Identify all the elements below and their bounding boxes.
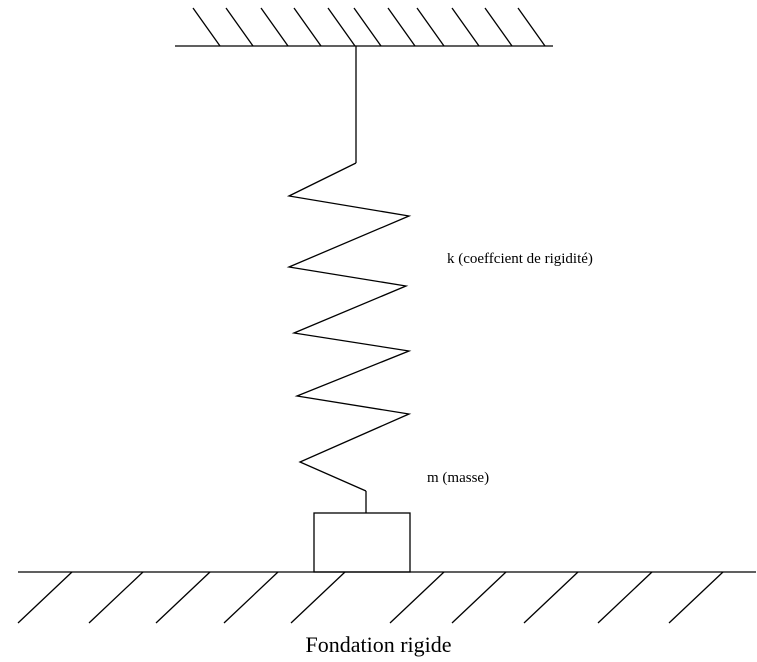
ceiling-hatching <box>192 7 546 47</box>
mass-label: m (masse) <box>427 470 490 486</box>
spring-coil <box>286 162 412 492</box>
mass-block <box>313 512 411 573</box>
ceiling-support <box>175 7 553 47</box>
spring-label: k (coeffcient de rigidité) <box>447 251 593 267</box>
ground-hatching <box>17 571 724 624</box>
ground-foundation <box>17 571 756 624</box>
foundation-label: Fondation rigide <box>305 632 452 657</box>
